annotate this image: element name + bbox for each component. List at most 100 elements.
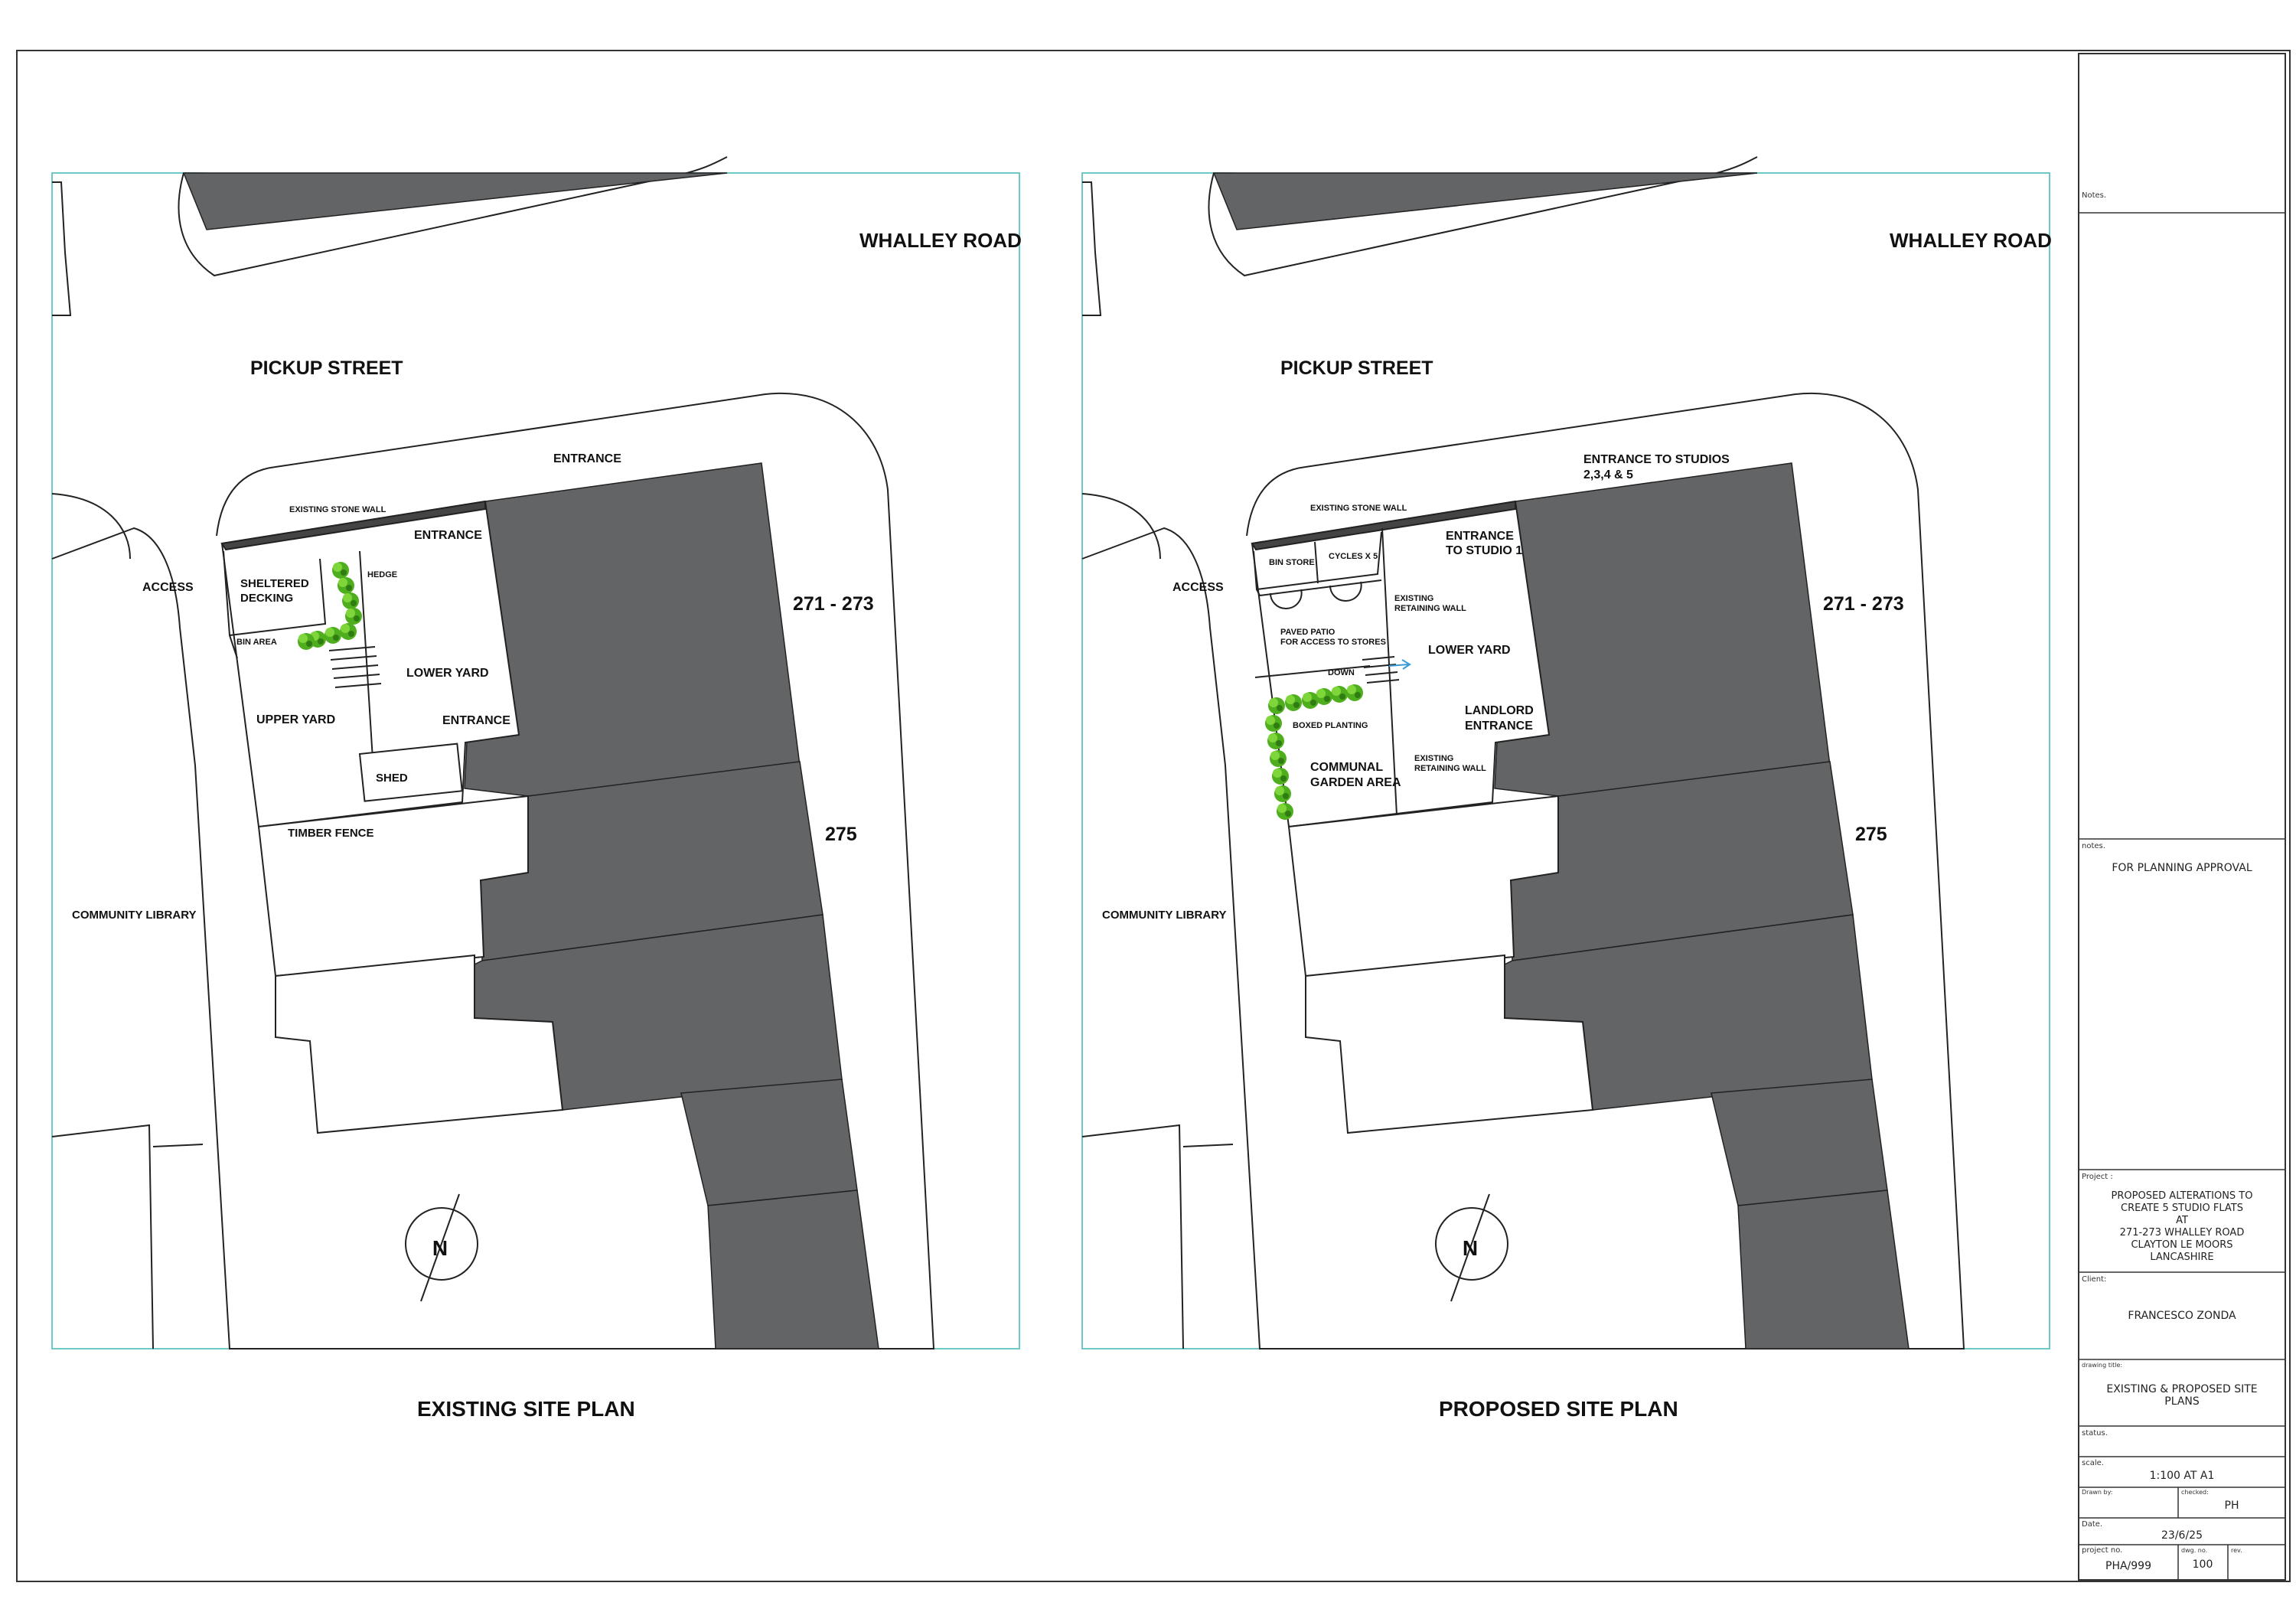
north-label: N — [1463, 1236, 1478, 1260]
existing-plan-title: EXISTING SITE PLAN — [417, 1397, 635, 1421]
yard-divider — [1254, 527, 1397, 816]
label-sheltered: SHELTERED — [240, 577, 309, 590]
label-entrance-studios: ENTRANCE TO STUDIOS — [1583, 453, 1730, 466]
label-garden-area: GARDEN AREA — [1310, 776, 1401, 789]
building-271-273 — [464, 462, 801, 797]
tb-project-line: AT — [2176, 1215, 2188, 1226]
label-lower-yard: LOWER YARD — [406, 667, 489, 680]
shed-outline — [358, 742, 463, 802]
building-top — [1212, 172, 1758, 230]
tb-drawing-title-line: PLANS — [2164, 1395, 2200, 1408]
label-retaining-wall-2a: EXISTING — [1414, 754, 1453, 763]
label-communal: COMMUNAL — [1310, 761, 1383, 774]
proposed-plan-title: PROPOSED SITE PLAN — [1439, 1397, 1678, 1421]
tb-status-label: status. — [2082, 1429, 2108, 1438]
label-decking: DECKING — [240, 592, 293, 605]
label-boxed-planting: BOXED PLANTING — [1293, 721, 1368, 730]
label-pickup-street: PICKUP STREET — [1280, 357, 1433, 379]
building-block-5 — [707, 1190, 879, 1349]
label-pickup-street: PICKUP STREET — [250, 357, 403, 379]
library-outline — [51, 493, 204, 1349]
tb-notes2-value: FOR PLANNING APPROVAL — [2112, 862, 2252, 874]
label-whalley-road: WHALLEY ROAD — [859, 229, 1022, 252]
tb-project-label: Project : — [2082, 1173, 2113, 1181]
tb-scale-value: 1:100 AT A1 — [2150, 1470, 2215, 1482]
label-landlord-entrance: ENTRANCE — [1465, 720, 1533, 733]
stores-outline — [1253, 531, 1382, 597]
library-outline — [1081, 493, 1234, 1349]
label-upper-yard: UPPER YARD — [256, 713, 335, 726]
label-entrance-inner: ENTRANCE — [414, 529, 482, 542]
steps — [1362, 656, 1400, 684]
label-retaining-wall-1b: RETAINING WALL — [1394, 604, 1466, 613]
down-arrow-icon — [1388, 659, 1411, 670]
sheet-border — [16, 50, 2291, 1582]
north-label: N — [432, 1236, 448, 1260]
label-paved-patio: PAVED PATIO — [1280, 628, 1336, 637]
north-arrow: N — [405, 1193, 478, 1302]
north-arrow: N — [1435, 1193, 1508, 1302]
label-landlord: LANDLORD — [1465, 704, 1534, 717]
label-paved-patio-2: FOR ACCESS TO STORES — [1280, 638, 1386, 647]
label-stone-wall: EXISTING STONE WALL — [289, 505, 386, 514]
label-timber-fence: TIMBER FENCE — [288, 827, 374, 840]
label-shed: SHED — [376, 772, 408, 785]
tb-scale-label: scale. — [2082, 1459, 2104, 1467]
label-whalley-road: WHALLEY ROAD — [1890, 229, 2052, 252]
label-stone-wall: EXISTING STONE WALL — [1310, 504, 1407, 513]
store-doors — [1270, 581, 1362, 610]
tb-project-no-label: project no. — [2082, 1546, 2122, 1555]
label-retaining-wall-1a: EXISTING — [1394, 594, 1433, 603]
label-entrance-studio1: ENTRANCE — [1446, 530, 1514, 543]
label-275: 275 — [825, 824, 857, 845]
label-275: 275 — [1855, 824, 1887, 845]
tb-checked-label: checked: — [2181, 1489, 2209, 1496]
stone-wall — [1251, 500, 1516, 551]
label-entrance-studios-nos: 2,3,4 & 5 — [1583, 468, 1633, 481]
road-edge — [1082, 181, 1102, 316]
label-271-273: 271 - 273 — [1823, 593, 1904, 615]
tb-client-value: FRANCESCO ZONDA — [2128, 1310, 2236, 1322]
tb-date-value: 23/6/25 — [2161, 1529, 2203, 1542]
title-block: Notes. notes. FOR PLANNING APPROVAL Proj… — [2078, 53, 2286, 1581]
label-bin-store: BIN STORE — [1269, 558, 1315, 567]
tb-dwg-no-value: 100 — [2193, 1558, 2213, 1571]
tb-checked-value: PH — [2225, 1500, 2239, 1512]
existing-site-plan: N WHALLEY ROAD PICKUP STREET ENTRANCE EX… — [51, 156, 1022, 1421]
label-bin-area: BIN AREA — [236, 638, 277, 647]
building-block-4 — [1711, 1079, 1888, 1206]
building-271-273 — [1494, 462, 1831, 797]
stone-wall — [220, 500, 486, 551]
garden-plot-2 — [1305, 954, 1594, 1134]
tb-project-no-value: PHA/999 — [2105, 1560, 2151, 1572]
label-to-studio1: TO STUDIO 1 — [1446, 544, 1522, 557]
label-271-273: 271 - 273 — [793, 593, 874, 615]
tb-notes2-label: notes. — [2082, 842, 2105, 850]
label-cycles: CYCLES X 5 — [1329, 552, 1378, 561]
label-hedge: HEDGE — [367, 570, 397, 579]
tb-drawing-title-line: EXISTING & PROPOSED SITE — [2106, 1383, 2257, 1395]
tb-project-line: 271-273 WHALLEY ROAD — [2120, 1227, 2245, 1239]
tb-dwg-no-label: dwg. no. — [2181, 1547, 2207, 1554]
tb-project-line: LANCASHIRE — [2150, 1252, 2213, 1263]
label-retaining-wall-2b: RETAINING WALL — [1414, 764, 1486, 773]
tb-drawing-title-label: drawing title: — [2082, 1362, 2122, 1369]
label-entrance-top: ENTRANCE — [553, 452, 621, 465]
tb-notes-label: Notes. — [2082, 191, 2106, 200]
label-down: DOWN — [1328, 668, 1355, 677]
tb-project-line: PROPOSED ALTERATIONS TO — [2112, 1190, 2253, 1202]
building-top — [182, 172, 728, 230]
building-block-4 — [680, 1079, 858, 1206]
tb-project-line: CREATE 5 STUDIO FLATS — [2121, 1203, 2243, 1214]
label-access: ACCESS — [142, 581, 194, 594]
tb-client-label: Client: — [2082, 1275, 2106, 1284]
tb-drawn-label: Drawn by: — [2082, 1489, 2112, 1496]
tb-project-line: CLAYTON LE MOORS — [2131, 1239, 2232, 1251]
steps — [328, 646, 382, 688]
label-lower-yard: LOWER YARD — [1428, 644, 1511, 657]
proposed-site-plan: N WHALLEY ROAD PICKUP STREET ENTRANCE TO… — [1081, 156, 2052, 1421]
tb-date-label: Date. — [2082, 1520, 2102, 1529]
building-block-5 — [1737, 1190, 1910, 1349]
label-entrance-side: ENTRANCE — [442, 714, 510, 727]
